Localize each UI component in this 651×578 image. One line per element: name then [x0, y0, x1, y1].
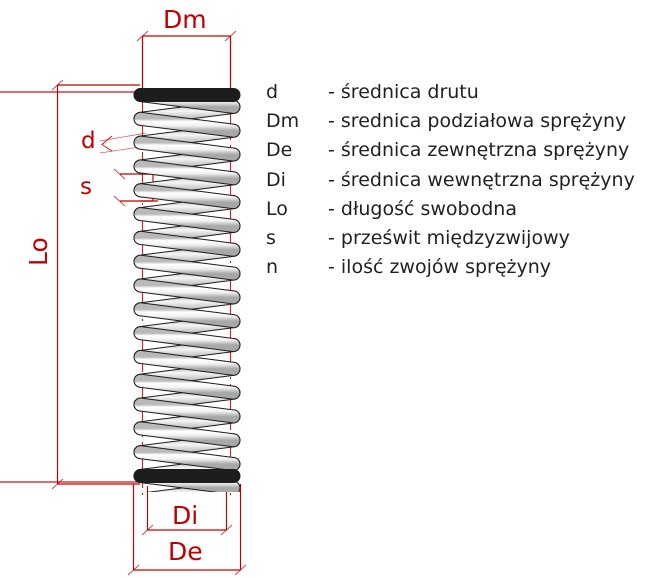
s-tick-top	[113, 168, 126, 180]
coil-segment-fill	[134, 422, 240, 447]
lo-tick-bottom	[51, 478, 64, 490]
dimension-label-dm: Dm	[163, 5, 207, 34]
dimension-label-s: s	[80, 174, 92, 200]
legend-description: - srednica podziałowa sprężyny	[328, 110, 627, 133]
dimension-label-lo: Lo	[24, 237, 53, 266]
legend-row: n - ilość zwojów sprężyny	[266, 253, 646, 282]
legend-row: De - średnica zewnętrzna sprężyny	[266, 136, 646, 165]
legend-symbol: d	[266, 81, 279, 103]
de-tick-right	[234, 564, 247, 576]
legend-symbol: Dm	[266, 110, 300, 133]
coil-segment-fill	[134, 374, 240, 399]
coil-segment-fill	[134, 446, 240, 471]
lo-tick-top	[51, 79, 64, 91]
legend-description: - średnica wewnętrzna sprężyny	[328, 168, 635, 191]
coil-segment-fill	[134, 136, 240, 161]
d-arrowhead	[101, 135, 113, 152]
legend-symbol: De	[266, 139, 293, 162]
coil-segment-fill	[134, 112, 240, 137]
dimension-label-de: De	[168, 537, 203, 566]
dimension-label-di: Di	[172, 501, 199, 530]
legend-row: s - prześwit międzyzwijowy	[266, 224, 646, 253]
legend-symbol: s	[266, 226, 276, 249]
legend-symbol: Di	[266, 168, 286, 191]
coil-segment-fill	[134, 327, 240, 352]
legend-description: - średnica drutu	[328, 81, 479, 103]
coil-segment-fill	[134, 184, 240, 209]
coil-segment-fill	[134, 398, 240, 423]
coil-spring-body	[133, 88, 241, 492]
legend-symbol: n	[266, 256, 279, 279]
legend-description: - prześwit międzyzwijowy	[328, 226, 570, 249]
legend-description: - ilość zwojów sprężyny	[328, 256, 552, 279]
legend-description: - średnica zewnętrzna sprężyny	[328, 139, 630, 162]
coil-segment-fill	[134, 255, 240, 280]
de-tick-left	[127, 564, 140, 576]
di-tick-right	[220, 524, 233, 536]
coil-segment-fill	[134, 279, 240, 304]
coil-segment-fill	[134, 208, 240, 232]
s-tick-bottom	[113, 195, 126, 207]
legend-row: Dm - srednica podziałowa sprężyny	[266, 107, 646, 136]
dimension-label-d: d	[81, 128, 96, 154]
legend-symbol: Lo	[266, 197, 288, 220]
legend-description: - długość swobodna	[328, 197, 517, 220]
coil-segment-fill	[134, 160, 240, 185]
coil-segment-fill	[134, 303, 240, 328]
coil-segment-fill	[134, 231, 240, 256]
legend-row: d - średnica drutu	[266, 78, 646, 107]
legend-row: Di - średnica wewnętrzna sprężyny	[266, 166, 646, 195]
di-tick-left	[141, 524, 154, 536]
coil-segment-fill	[134, 350, 240, 375]
legend-row: Lo - długość swobodna	[266, 195, 646, 224]
